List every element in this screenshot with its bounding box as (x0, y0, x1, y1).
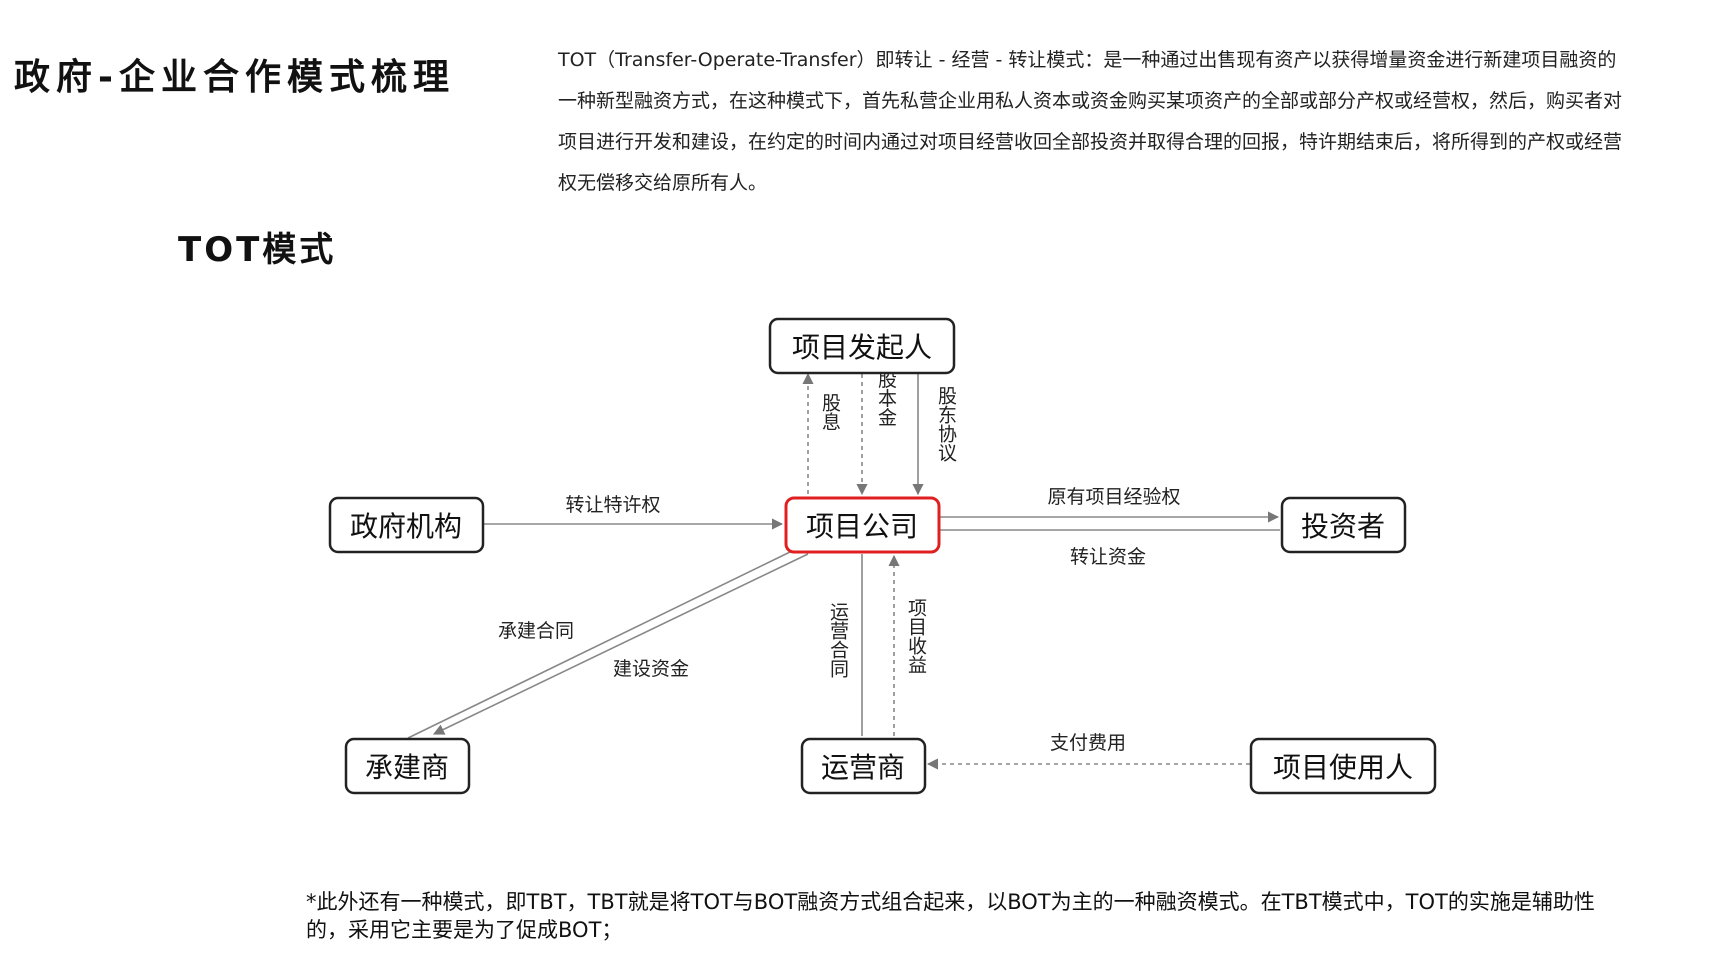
node-operator: 运营商 (800, 737, 927, 795)
label-dividend: 股息 (819, 393, 841, 431)
node-investor: 投资者 (1280, 496, 1407, 554)
page-title: 政府-企业合作模式梳理 (14, 57, 455, 98)
node-government: 政府机构 (328, 496, 485, 554)
svg-text:项目公司: 项目公司 (806, 510, 918, 543)
label-original-experience: 原有项目经验权 (1047, 486, 1180, 508)
label-transfer-funds: 转让资金 (1070, 546, 1146, 568)
node-contractor: 承建商 (344, 737, 471, 795)
section-title: TOT模式 (178, 230, 337, 270)
label-construction-funds: 建设资金 (613, 658, 689, 680)
label-project-revenue: 项目收益 (905, 598, 927, 674)
label-transfer-franchise: 转让特许权 (565, 494, 660, 516)
intro-paragraph: TOT（Transfer-Operate-Transfer）即转让 - 经营 -… (558, 49, 1623, 194)
edge-construction-funds (432, 553, 809, 735)
label-capital: 股本金 (875, 370, 897, 427)
svg-text:运营商: 运营商 (821, 751, 905, 784)
svg-text:项目发起人: 项目发起人 (792, 331, 932, 364)
footer-note: *此外还有一种模式，即TBT，TBT就是将TOT与BOT融资方式组合起来，以BO… (306, 890, 1595, 942)
node-project-user: 项目使用人 (1249, 737, 1437, 795)
label-construction-contract: 承建合同 (498, 620, 574, 642)
label-operation-contract: 运营合同 (827, 602, 849, 678)
label-pay-fee: 支付费用 (1050, 732, 1126, 754)
svg-text:投资者: 投资者 (1301, 510, 1385, 543)
label-shareholder-agreement: 股东协议 (935, 386, 957, 462)
node-sponsor: 项目发起人 (768, 317, 956, 375)
svg-text:承建商: 承建商 (365, 751, 449, 784)
edge-construction-contract (407, 551, 791, 739)
svg-text:项目使用人: 项目使用人 (1273, 751, 1413, 784)
node-project-company: 项目公司 (784, 496, 941, 554)
svg-text:政府机构: 政府机构 (350, 510, 462, 543)
